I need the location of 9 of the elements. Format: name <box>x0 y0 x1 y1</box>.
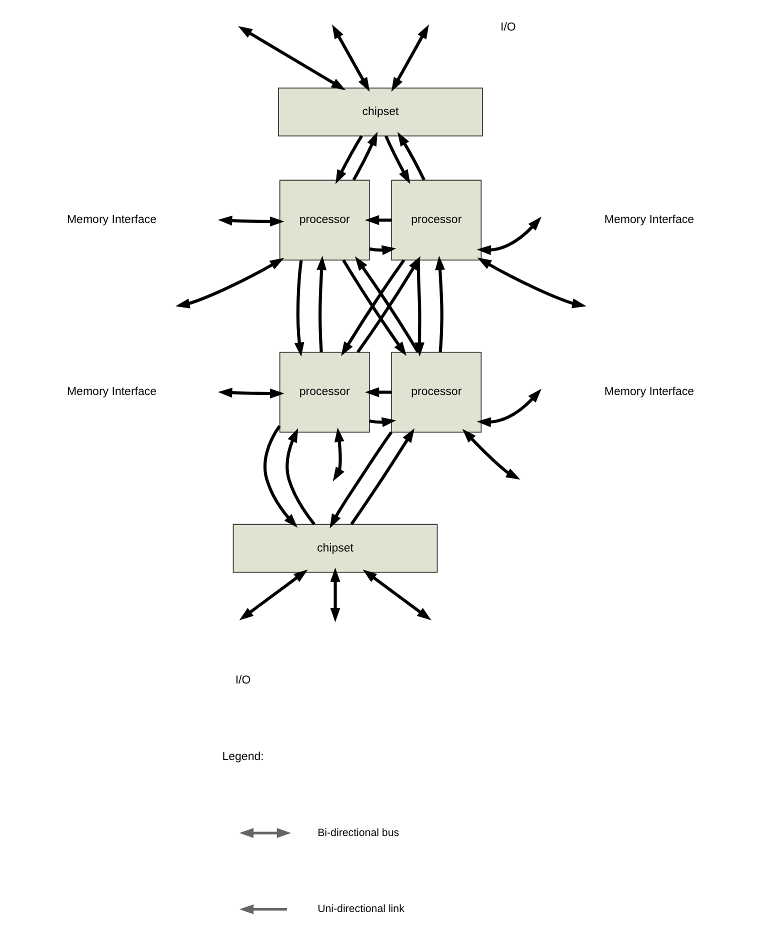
label: Memory Interface <box>604 214 694 226</box>
label: Memory Interface <box>66 386 156 398</box>
legend-label: Bi-directional bus <box>317 826 399 839</box>
label: Memory Interface <box>604 386 694 398</box>
label: I/O <box>500 22 516 34</box>
label: Legend: <box>222 750 264 763</box>
legend-label: Uni-directional link <box>317 903 404 916</box>
label: Memory Interface <box>66 214 156 226</box>
label: I/O <box>234 674 250 686</box>
